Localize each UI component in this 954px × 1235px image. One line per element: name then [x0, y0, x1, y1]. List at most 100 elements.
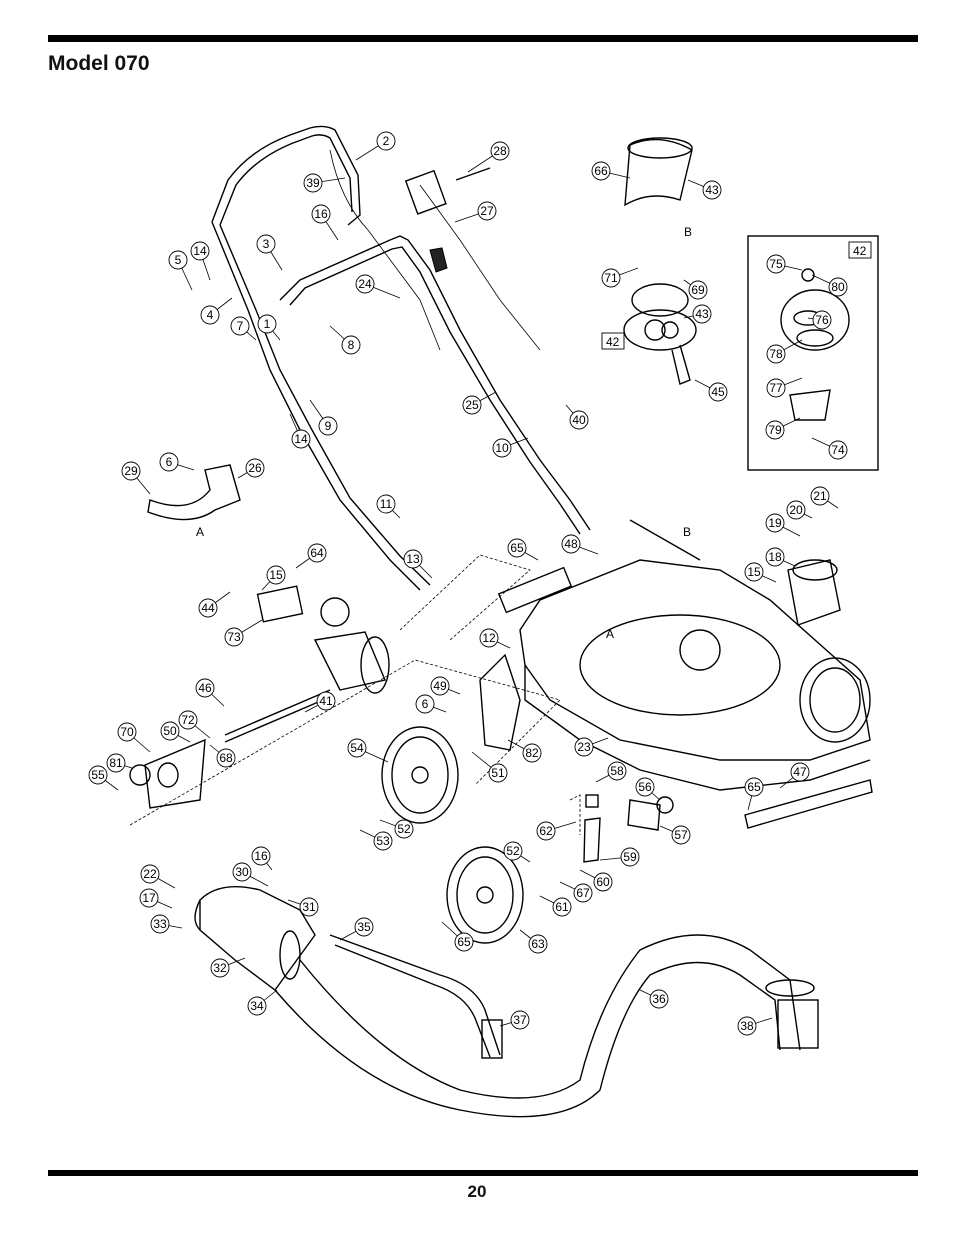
callout-circle — [198, 598, 218, 618]
callout-54: 54 — [347, 738, 389, 763]
callout-number: 6 — [166, 455, 173, 469]
callout-number: 53 — [376, 834, 390, 848]
callout-number: 21 — [813, 489, 827, 503]
callout-74: 74 — [811, 437, 848, 460]
handle-rod — [329, 934, 503, 1059]
callout-48: 48 — [561, 534, 599, 555]
callout-circle — [766, 254, 786, 274]
callout-20: 20 — [786, 500, 813, 520]
callout-circle — [150, 914, 170, 934]
callout-25: 25 — [462, 391, 497, 415]
callout-35: 35 — [339, 917, 374, 941]
callout-43: 43 — [687, 179, 722, 200]
callout-52: 52 — [503, 841, 531, 863]
letter-b-chute: B — [684, 225, 692, 239]
callout-circle — [307, 543, 327, 563]
callout-circle — [403, 549, 423, 569]
callout-circle — [415, 694, 435, 714]
callout-80: 80 — [811, 274, 848, 297]
callout-71: 71 — [601, 267, 639, 288]
callout-circle — [311, 204, 331, 224]
callout-17: 17 — [139, 888, 173, 909]
callout-circle — [507, 538, 527, 558]
callout-number: 2 — [383, 134, 390, 148]
callout-circle — [376, 131, 396, 151]
callout-circle — [766, 344, 786, 364]
callout-number: 9 — [325, 419, 332, 433]
callout-circle — [195, 678, 215, 698]
callout-number: 8 — [348, 338, 355, 352]
callout-circle — [232, 862, 252, 882]
callout-number: 45 — [711, 385, 725, 399]
callout-number: 11 — [380, 497, 393, 511]
callout-63: 63 — [519, 929, 548, 954]
callout-82: 82 — [507, 739, 542, 763]
page-title: Model 070 — [48, 52, 150, 75]
callout-circle — [492, 438, 512, 458]
callout-number: 65 — [747, 780, 761, 794]
callout-number: 18 — [768, 550, 782, 564]
callout-circle — [786, 500, 806, 520]
callout-number: 40 — [572, 413, 586, 427]
callout-77: 77 — [766, 377, 803, 398]
callout-number: 47 — [793, 765, 807, 779]
callout-22: 22 — [140, 864, 176, 889]
callout-circle — [454, 932, 474, 952]
callout-circle — [373, 831, 393, 851]
callout-13: 13 — [403, 549, 433, 579]
letter-b-deck: B — [683, 525, 691, 539]
callout-circle — [708, 382, 728, 402]
callout-circle — [812, 310, 832, 330]
callout-number: 65 — [510, 541, 524, 555]
callout-1: 1 — [257, 314, 281, 341]
callout-circle — [790, 762, 810, 782]
callout-circle — [649, 989, 669, 1009]
callout-39: 39 — [303, 173, 346, 193]
callout-45: 45 — [694, 379, 728, 402]
callout-number: 38 — [740, 1019, 754, 1033]
callout-number: 80 — [831, 280, 845, 294]
callout-circle — [355, 274, 375, 294]
callout-number: 72 — [181, 713, 195, 727]
callout-circle — [347, 738, 367, 758]
callout-65: 65 — [507, 538, 539, 561]
box-label-42-inset: 42 — [848, 241, 872, 259]
chute-bracket — [787, 559, 841, 626]
callout-number: 14 — [193, 244, 207, 258]
callout-47: 47 — [779, 762, 810, 789]
callout-30: 30 — [232, 862, 269, 887]
callout-number: 14 — [294, 432, 308, 446]
wheel-front — [381, 726, 459, 824]
callout-16: 16 — [251, 846, 273, 871]
callout-number: 56 — [638, 780, 652, 794]
callout-number: 50 — [163, 724, 177, 738]
callout-number: 62 — [539, 824, 553, 838]
callout-number: 34 — [250, 999, 264, 1013]
callout-6: 6 — [159, 452, 195, 472]
callout-number: 78 — [769, 347, 783, 361]
callout-72: 72 — [178, 710, 211, 739]
callout-60: 60 — [579, 869, 613, 892]
callout-number: 17 — [142, 891, 156, 905]
callout-number: 67 — [576, 886, 590, 900]
callout-circle — [316, 691, 336, 711]
callout-circle — [561, 534, 581, 554]
callout-7: 7 — [230, 316, 257, 341]
callout-circle — [376, 494, 396, 514]
callout-46: 46 — [195, 678, 225, 707]
callout-number: 31 — [302, 900, 316, 914]
callout-circle — [569, 410, 589, 430]
callout-51: 51 — [471, 751, 508, 783]
callout-circle — [536, 821, 556, 841]
inset-box — [747, 235, 879, 471]
callout-circle — [528, 934, 548, 954]
impeller-plate — [129, 738, 206, 809]
callout-circle — [178, 710, 198, 730]
callout-number: 28 — [493, 144, 507, 158]
svg-text:42: 42 — [606, 335, 620, 349]
callout-number: 41 — [319, 694, 333, 708]
callout-79: 79 — [765, 417, 801, 440]
page-number: 20 — [467, 1182, 487, 1201]
callout-41: 41 — [304, 691, 336, 713]
